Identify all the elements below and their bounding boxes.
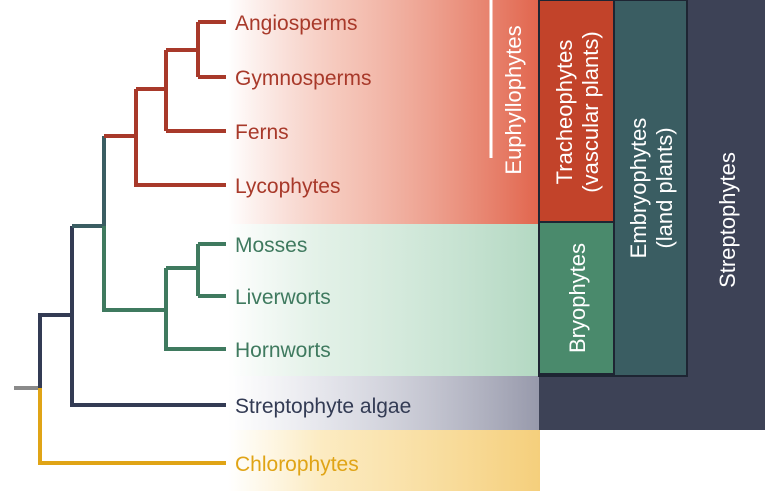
bryophytes-stem-branch bbox=[102, 226, 166, 312]
mosses-liverworts-branch bbox=[166, 242, 226, 298]
bryophytes-box bbox=[538, 221, 615, 375]
streptophytes-label: Streptophytes bbox=[715, 152, 740, 288]
taxon-liverworts: Liverworts bbox=[235, 286, 331, 309]
streptophyte-algae-branch bbox=[70, 226, 226, 407]
taxon-chlorophytes: Chlorophytes bbox=[235, 453, 359, 476]
hornworts-branch bbox=[164, 268, 226, 351]
seed-plants-branch bbox=[196, 20, 226, 79]
seed-plants-band bbox=[228, 0, 540, 224]
chlorophytes-branch bbox=[38, 388, 226, 465]
phylogenetic-tree bbox=[14, 20, 226, 465]
taxon-ferns: Ferns bbox=[235, 121, 289, 144]
streptophyte-stem-branch bbox=[38, 313, 72, 388]
euphyllophytes-label: Euphyllophytes bbox=[501, 25, 526, 174]
tracheophytes-label: Tracheophytes bbox=[552, 40, 577, 185]
embryophytes-label: Embryophytes bbox=[626, 118, 651, 259]
embryophytes-sublabel: (land plants) bbox=[652, 127, 677, 248]
tracheophytes-sublabel: (vascular plants) bbox=[578, 31, 603, 192]
embryophytes-stem-branch bbox=[72, 136, 106, 228]
lycophytes-branch bbox=[134, 136, 226, 187]
bryophytes-label: Bryophytes bbox=[565, 243, 590, 353]
taxon-streptophyte-algae: Streptophyte algae bbox=[235, 395, 411, 418]
chlorophytes-band bbox=[228, 430, 540, 491]
bryophytes-band bbox=[228, 224, 540, 376]
taxon-angiosperms: Angiosperms bbox=[235, 12, 358, 35]
taxon-mosses: Mosses bbox=[235, 234, 307, 257]
tracheophytes-stem-branch bbox=[104, 89, 138, 138]
streptophyte-algae-band bbox=[228, 376, 540, 430]
taxon-hornworts: Hornworts bbox=[235, 339, 331, 362]
taxon-lycophytes: Lycophytes bbox=[235, 175, 340, 198]
taxon-gymnosperms: Gymnosperms bbox=[235, 67, 372, 90]
euphyllophytes-branch bbox=[136, 48, 226, 133]
